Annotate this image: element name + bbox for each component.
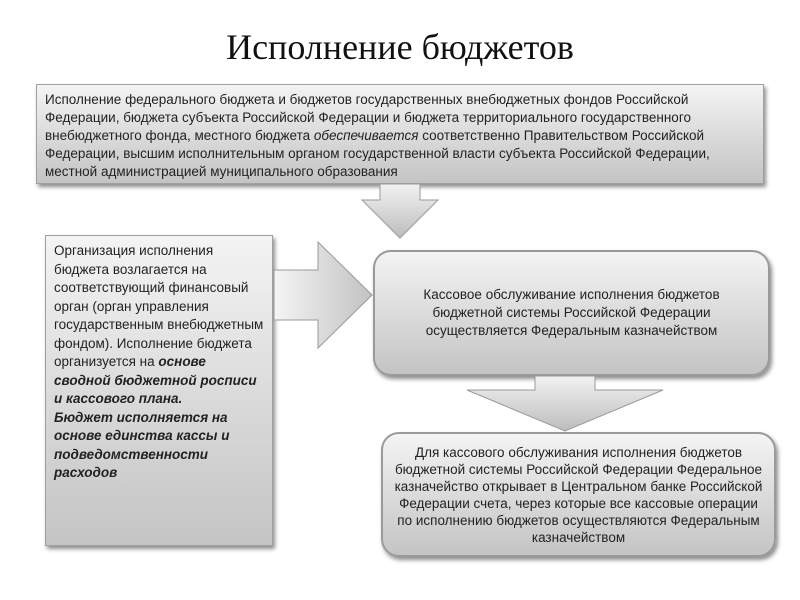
organization-bold-text-2: Бюджет исполняется на основе единства ка… [54,409,230,481]
cash-service-text: Кассовое обслуживание исполнения бюджето… [423,287,720,338]
page-title: Исполнение бюджетов [226,27,574,67]
federal-execution-box: Исполнение федерального бюджета и бюджет… [36,84,764,184]
cash-service-box: Кассовое обслуживание исполнения бюджето… [373,250,770,376]
federal-execution-italic: обеспечивается [313,128,419,143]
right-arrow [273,240,373,350]
federal-execution-text: Исполнение федерального бюджета и бюджет… [45,92,691,143]
organization-text: Организация исполнения бюджета возлагает… [54,243,264,369]
down-arrow-top [360,183,440,239]
central-bank-text: Для кассового обслуживания исполнения бю… [394,444,763,545]
federal-execution-text-end: соответственно Правительством Российской… [45,128,710,179]
organization-box: Организация исполнения бюджета возлагает… [45,235,273,546]
central-bank-box: Для кассового обслуживания исполнения бю… [381,432,776,557]
organization-bold-text: основе сводной бюджетной росписи и кассо… [54,354,257,406]
down-arrow-right [466,375,664,432]
